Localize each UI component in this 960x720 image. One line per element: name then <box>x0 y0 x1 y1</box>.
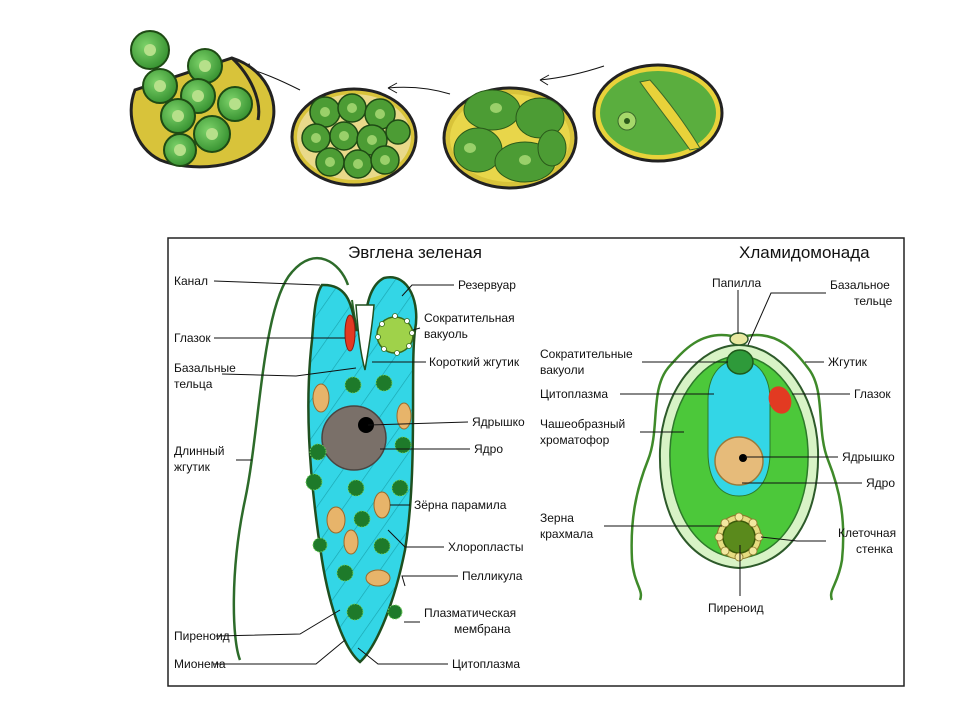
euglena-label-short-flagellum: Короткий жгутик <box>429 355 520 369</box>
euglena-label-basal-1: Базальные <box>174 361 236 375</box>
chlamydomonas-contractile-vacuoles <box>726 349 754 375</box>
chlamydomonas-label-vacuoles-2: вакуоли <box>540 363 584 377</box>
chlamydomonas-label-starch-1: Зерна <box>540 511 574 525</box>
euglena-nucleolus <box>358 417 374 433</box>
division-stage-1 <box>592 63 724 163</box>
euglena-eyespot <box>344 314 356 352</box>
chlamydomonas-label-eyespot: Глазок <box>854 387 891 401</box>
chlamydomonas-flagellum-left <box>630 333 733 601</box>
euglena-label-long-flagellum-1: Длинный <box>174 444 224 458</box>
euglena-label-pyrenoid: Пиреноид <box>174 629 230 643</box>
chlamydomonas-label-nucleolus: Ядрышко <box>842 450 895 464</box>
chlamydomonas-label-basal-2: тельце <box>854 294 893 308</box>
euglena-label-membrane-1: Плазматическая <box>424 606 516 620</box>
chlamydomonas-label-nucleus: Ядро <box>866 476 895 490</box>
chlamydomonas-leader-lines <box>604 290 862 596</box>
euglena-label-nucleolus: Ядрышко <box>472 415 525 429</box>
chlamydomonas-pyrenoid <box>714 512 764 562</box>
chlamydomonas-nucleus <box>714 436 764 486</box>
division-stage-4 <box>129 30 276 169</box>
chlamydomonas-label-pyrenoid: Пиреноид <box>708 601 764 615</box>
euglena-label-reservoir: Резервуар <box>458 278 516 292</box>
euglena-label-cytoplasm: Цитоплазма <box>452 657 520 671</box>
euglena-leader-lines <box>213 280 470 665</box>
division-stage-3 <box>290 87 418 187</box>
chlamydomonas-title: Хламидомонада <box>739 243 870 262</box>
euglena-label-basal-2: тельца <box>174 377 213 391</box>
chlamydomonas-eyespot <box>768 386 792 414</box>
chlamydomonas-label-flagellum: Жгутик <box>828 355 868 369</box>
chlamydomonas-label-basal-1: Базальное <box>830 278 890 292</box>
chlamydomonas-label-starch-2: крахмала <box>540 527 594 541</box>
chlamydomonas-label-chromatophore-1: Чашеобразный <box>540 417 625 431</box>
euglena-reservoir <box>355 304 375 371</box>
chlamydomonas-label-wall-2: стенка <box>856 542 893 556</box>
euglena-contractile-vacuole <box>375 313 415 356</box>
division-arrow-1 <box>539 65 605 81</box>
euglena-label-chloroplasts: Хлоропласты <box>448 540 523 554</box>
euglena-label-paramylon: Зёрна парамила <box>414 498 507 512</box>
chlamydomonas-label-vacuoles-1: Сократительные <box>540 347 633 361</box>
chlamydomonas-nucleolus <box>739 454 747 462</box>
chlamydomonas-label-wall-1: Клеточная <box>838 526 896 540</box>
chlamydomonas-flagellum-right <box>745 333 845 601</box>
euglena-label-myoneme: Мионема <box>174 657 226 671</box>
euglena-label-vacuole-1: Сократительная <box>424 311 515 325</box>
euglena-label-nucleus: Ядро <box>474 442 503 456</box>
euglena-label-canal: Канал <box>174 274 208 288</box>
chlamydomonas-papilla <box>729 332 749 346</box>
euglena-label-membrane-2: мембрана <box>454 622 511 636</box>
chlamydomonas-diagram: Хламидомонада <box>540 243 896 615</box>
division-sequence <box>129 30 724 190</box>
division-stage-2 <box>442 86 578 190</box>
division-arrow-2 <box>387 86 451 95</box>
euglena-title: Эвглена зеленая <box>348 243 482 262</box>
euglena-label-long-flagellum-2: жгутик <box>174 460 211 474</box>
chlamydomonas-label-chromatophore-2: хроматофор <box>540 433 610 447</box>
euglena-diagram: Эвглена зеленая <box>174 243 525 671</box>
chlamydomonas-label-cytoplasm: Цитоплазма <box>540 387 608 401</box>
euglena-paramylon-grains <box>312 383 412 587</box>
euglena-nucleus <box>321 405 387 471</box>
euglena-label-pellicle: Пелликула <box>462 569 523 583</box>
chlamydomonas-label-papilla: Папилла <box>712 276 762 290</box>
euglena-label-vacuole-2: вакуоль <box>424 327 468 341</box>
euglena-label-eyespot: Глазок <box>174 331 211 345</box>
euglena-long-flagellum <box>232 257 350 661</box>
euglena-chloroplasts <box>305 374 412 621</box>
